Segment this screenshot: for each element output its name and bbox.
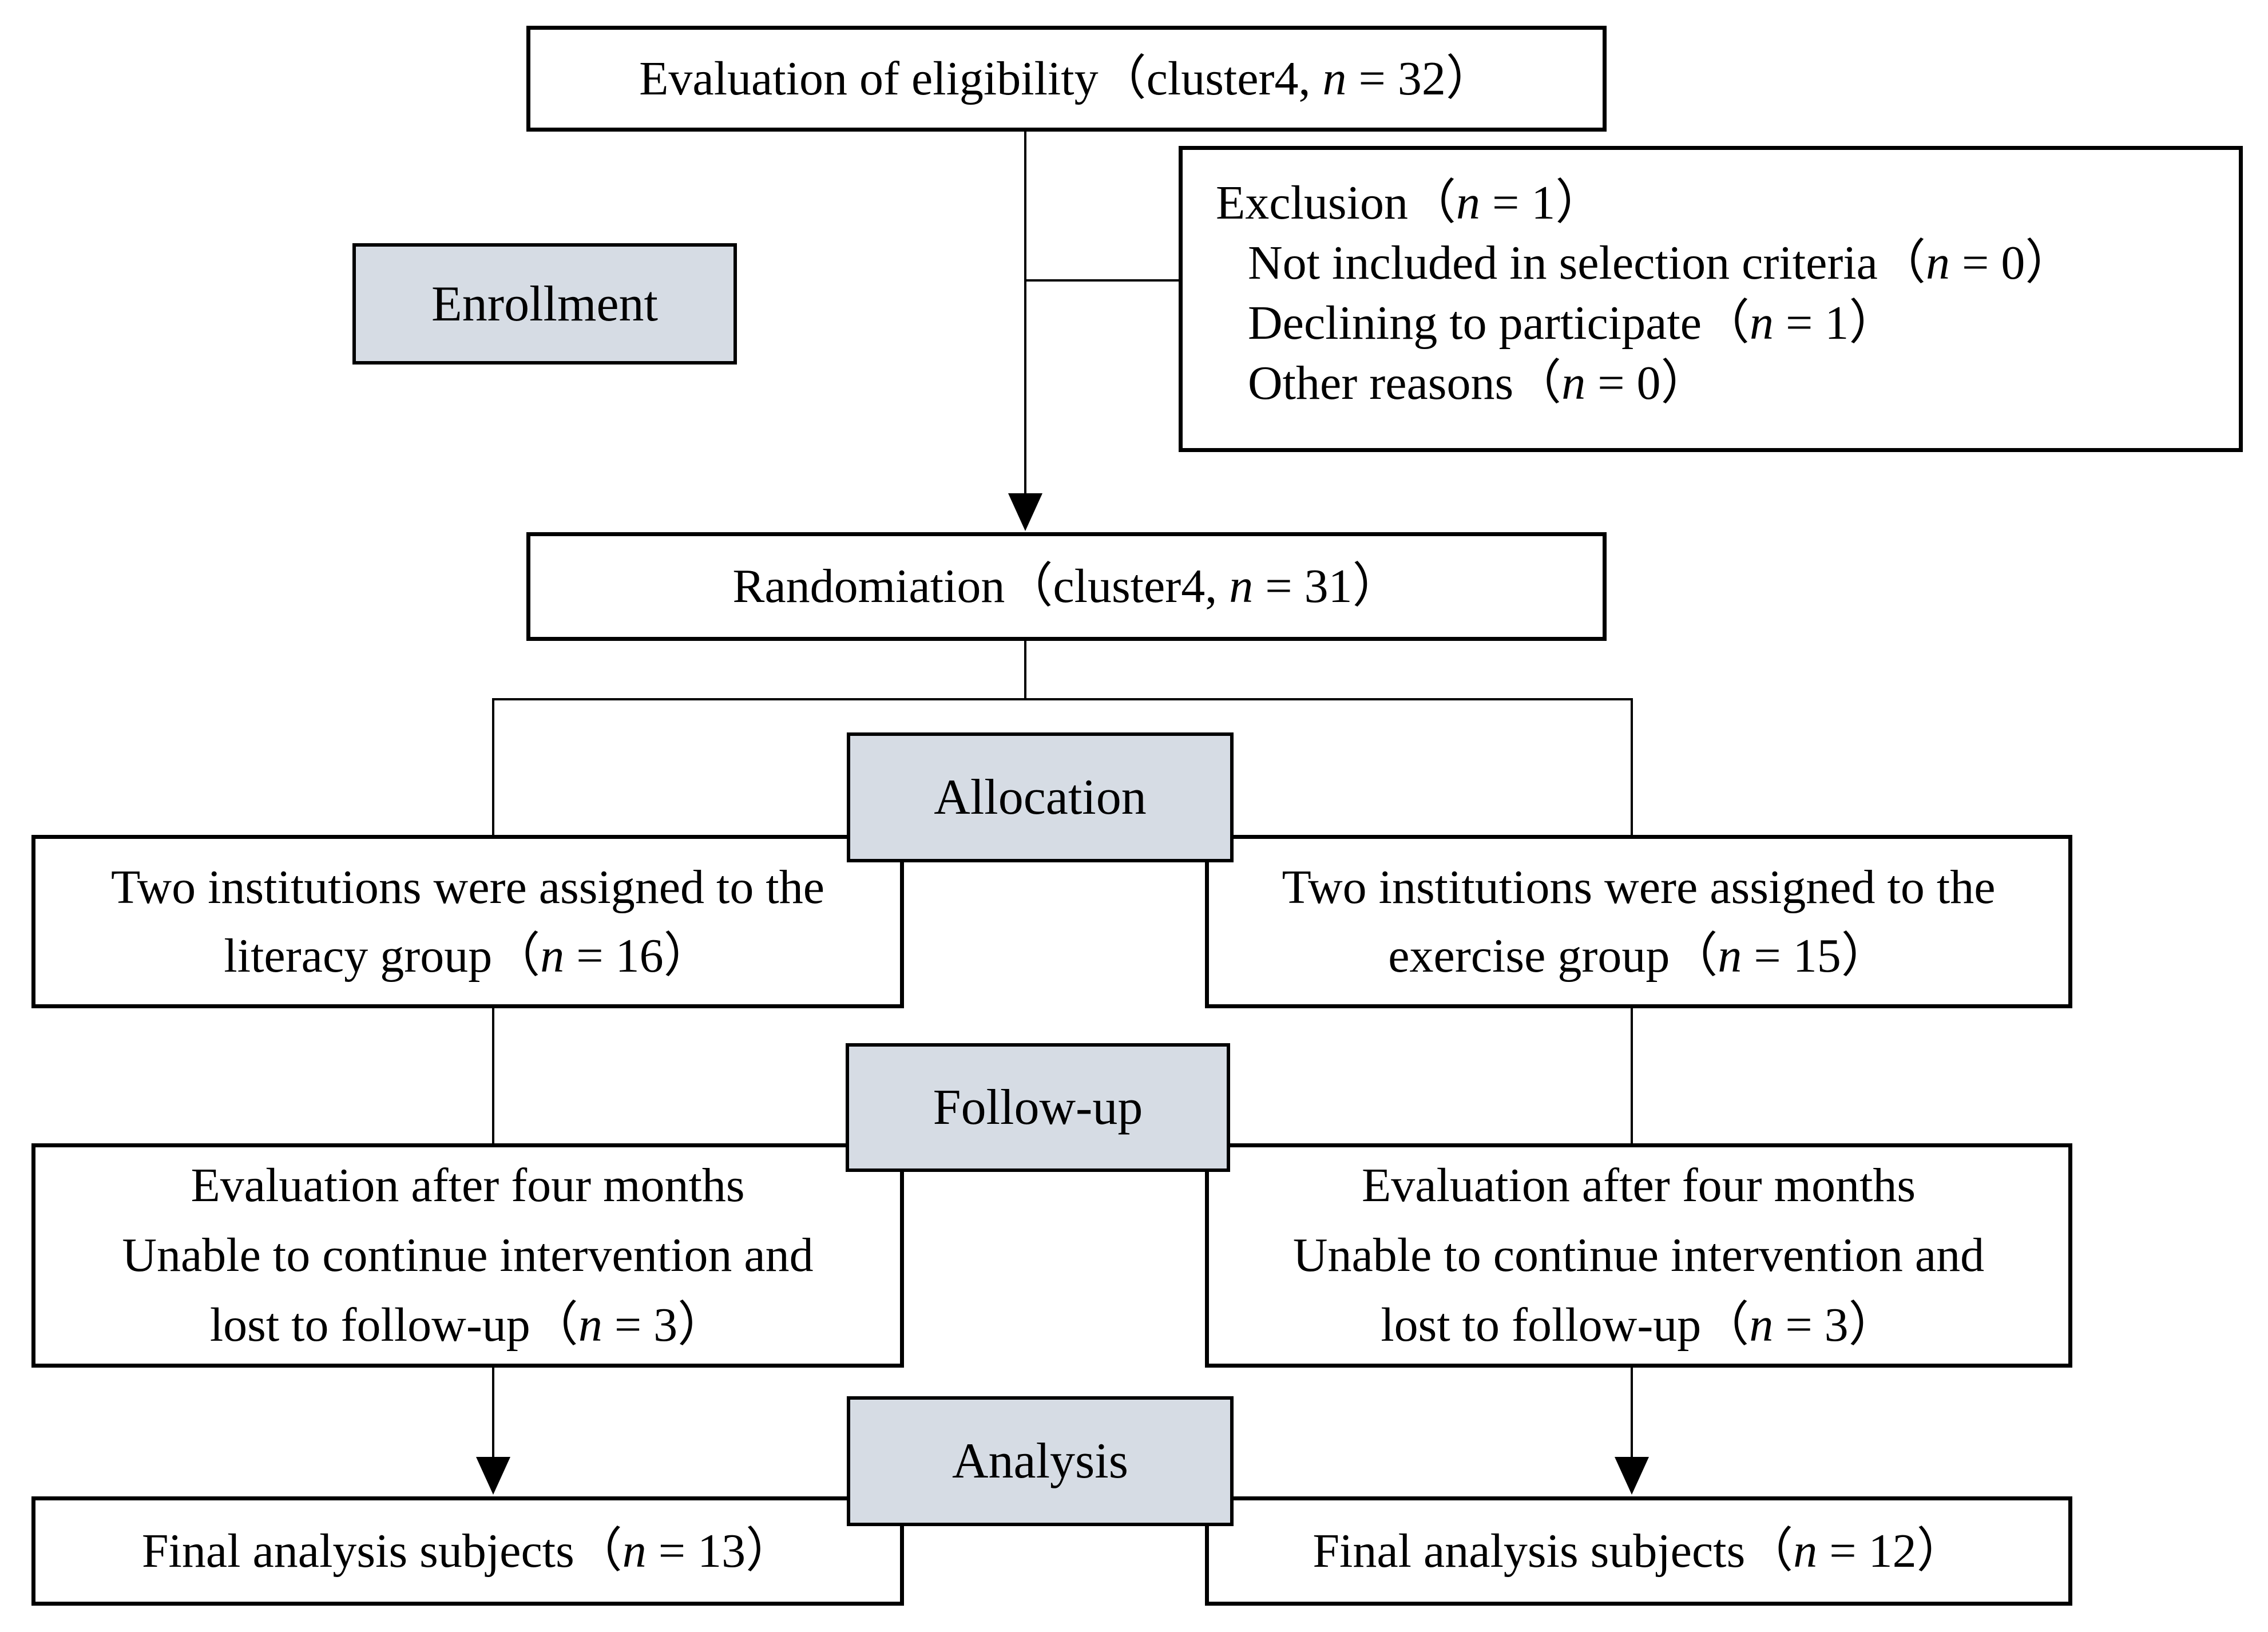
exclusion-text: Exclusion（n = 1） Not included in selecti… (1216, 173, 2073, 413)
stage-label-followup: Follow-up (846, 1043, 1230, 1172)
exclusion-heading: Exclusion（n = 1） (1216, 176, 1604, 229)
exclusion-item: Other reasons（n = 0） (1248, 356, 1709, 410)
eligibility-text: Evaluation of eligibility（cluster4, n = … (639, 52, 1494, 105)
exclusion-box: Exclusion（n = 1） Not included in selecti… (1179, 146, 2243, 452)
followup-label: Follow-up (933, 1080, 1143, 1135)
line-right-followup-to-final (1631, 1365, 1633, 1463)
randomization-box: Randomiation（cluster4, n = 31） (526, 532, 1607, 641)
line-right-group-to-followup (1631, 1006, 1633, 1146)
followup-left-box: Evaluation after four months Unable to c… (31, 1143, 904, 1368)
arrow-down-icon (1615, 1457, 1649, 1495)
final-right-box: Final analysis subjects（n = 12） (1205, 1496, 2072, 1606)
line-allocation-connector (492, 698, 1633, 700)
line-eligibility-to-randomization (1024, 129, 1026, 495)
enrollment-label: Enrollment (431, 276, 658, 332)
exclusion-item: Not included in selection criteria（n = 0… (1248, 236, 2073, 290)
exercise-group-text: Two institutions were assigned to the ex… (1282, 861, 1996, 983)
followup-right-text: Evaluation after four months Unable to c… (1292, 1159, 1985, 1352)
final-left-text: Final analysis subjects（n = 13） (141, 1524, 794, 1578)
eligibility-box: Evaluation of eligibility（cluster4, n = … (526, 26, 1607, 132)
line-left-followup-to-final (492, 1365, 494, 1463)
line-left-group-to-followup (492, 1006, 494, 1146)
exclusion-item: Declining to participate（n = 1） (1248, 296, 1897, 350)
literacy-group-box: Two institutions were assigned to the li… (31, 835, 904, 1008)
stage-label-allocation: Allocation (847, 732, 1234, 862)
stage-label-enrollment: Enrollment (352, 243, 737, 365)
final-right-text: Final analysis subjects（n = 12） (1313, 1524, 1965, 1578)
literacy-group-text: Two institutions were assigned to the li… (111, 861, 824, 983)
line-connector-to-left-group (492, 699, 494, 837)
line-randomization-down (1024, 639, 1026, 700)
analysis-label: Analysis (952, 1433, 1128, 1489)
line-branch-to-exclusion (1025, 279, 1180, 282)
arrow-down-icon (1008, 493, 1042, 531)
stage-label-analysis: Analysis (847, 1396, 1234, 1526)
followup-right-box: Evaluation after four months Unable to c… (1205, 1143, 2072, 1368)
allocation-label: Allocation (934, 770, 1147, 825)
final-left-box: Final analysis subjects（n = 13） (31, 1496, 904, 1606)
randomization-text: Randomiation（cluster4, n = 31） (732, 560, 1401, 613)
followup-left-text: Evaluation after four months Unable to c… (122, 1159, 814, 1352)
arrow-down-icon (476, 1457, 510, 1495)
exercise-group-box: Two institutions were assigned to the ex… (1205, 835, 2072, 1008)
line-connector-to-right-group (1631, 699, 1633, 837)
